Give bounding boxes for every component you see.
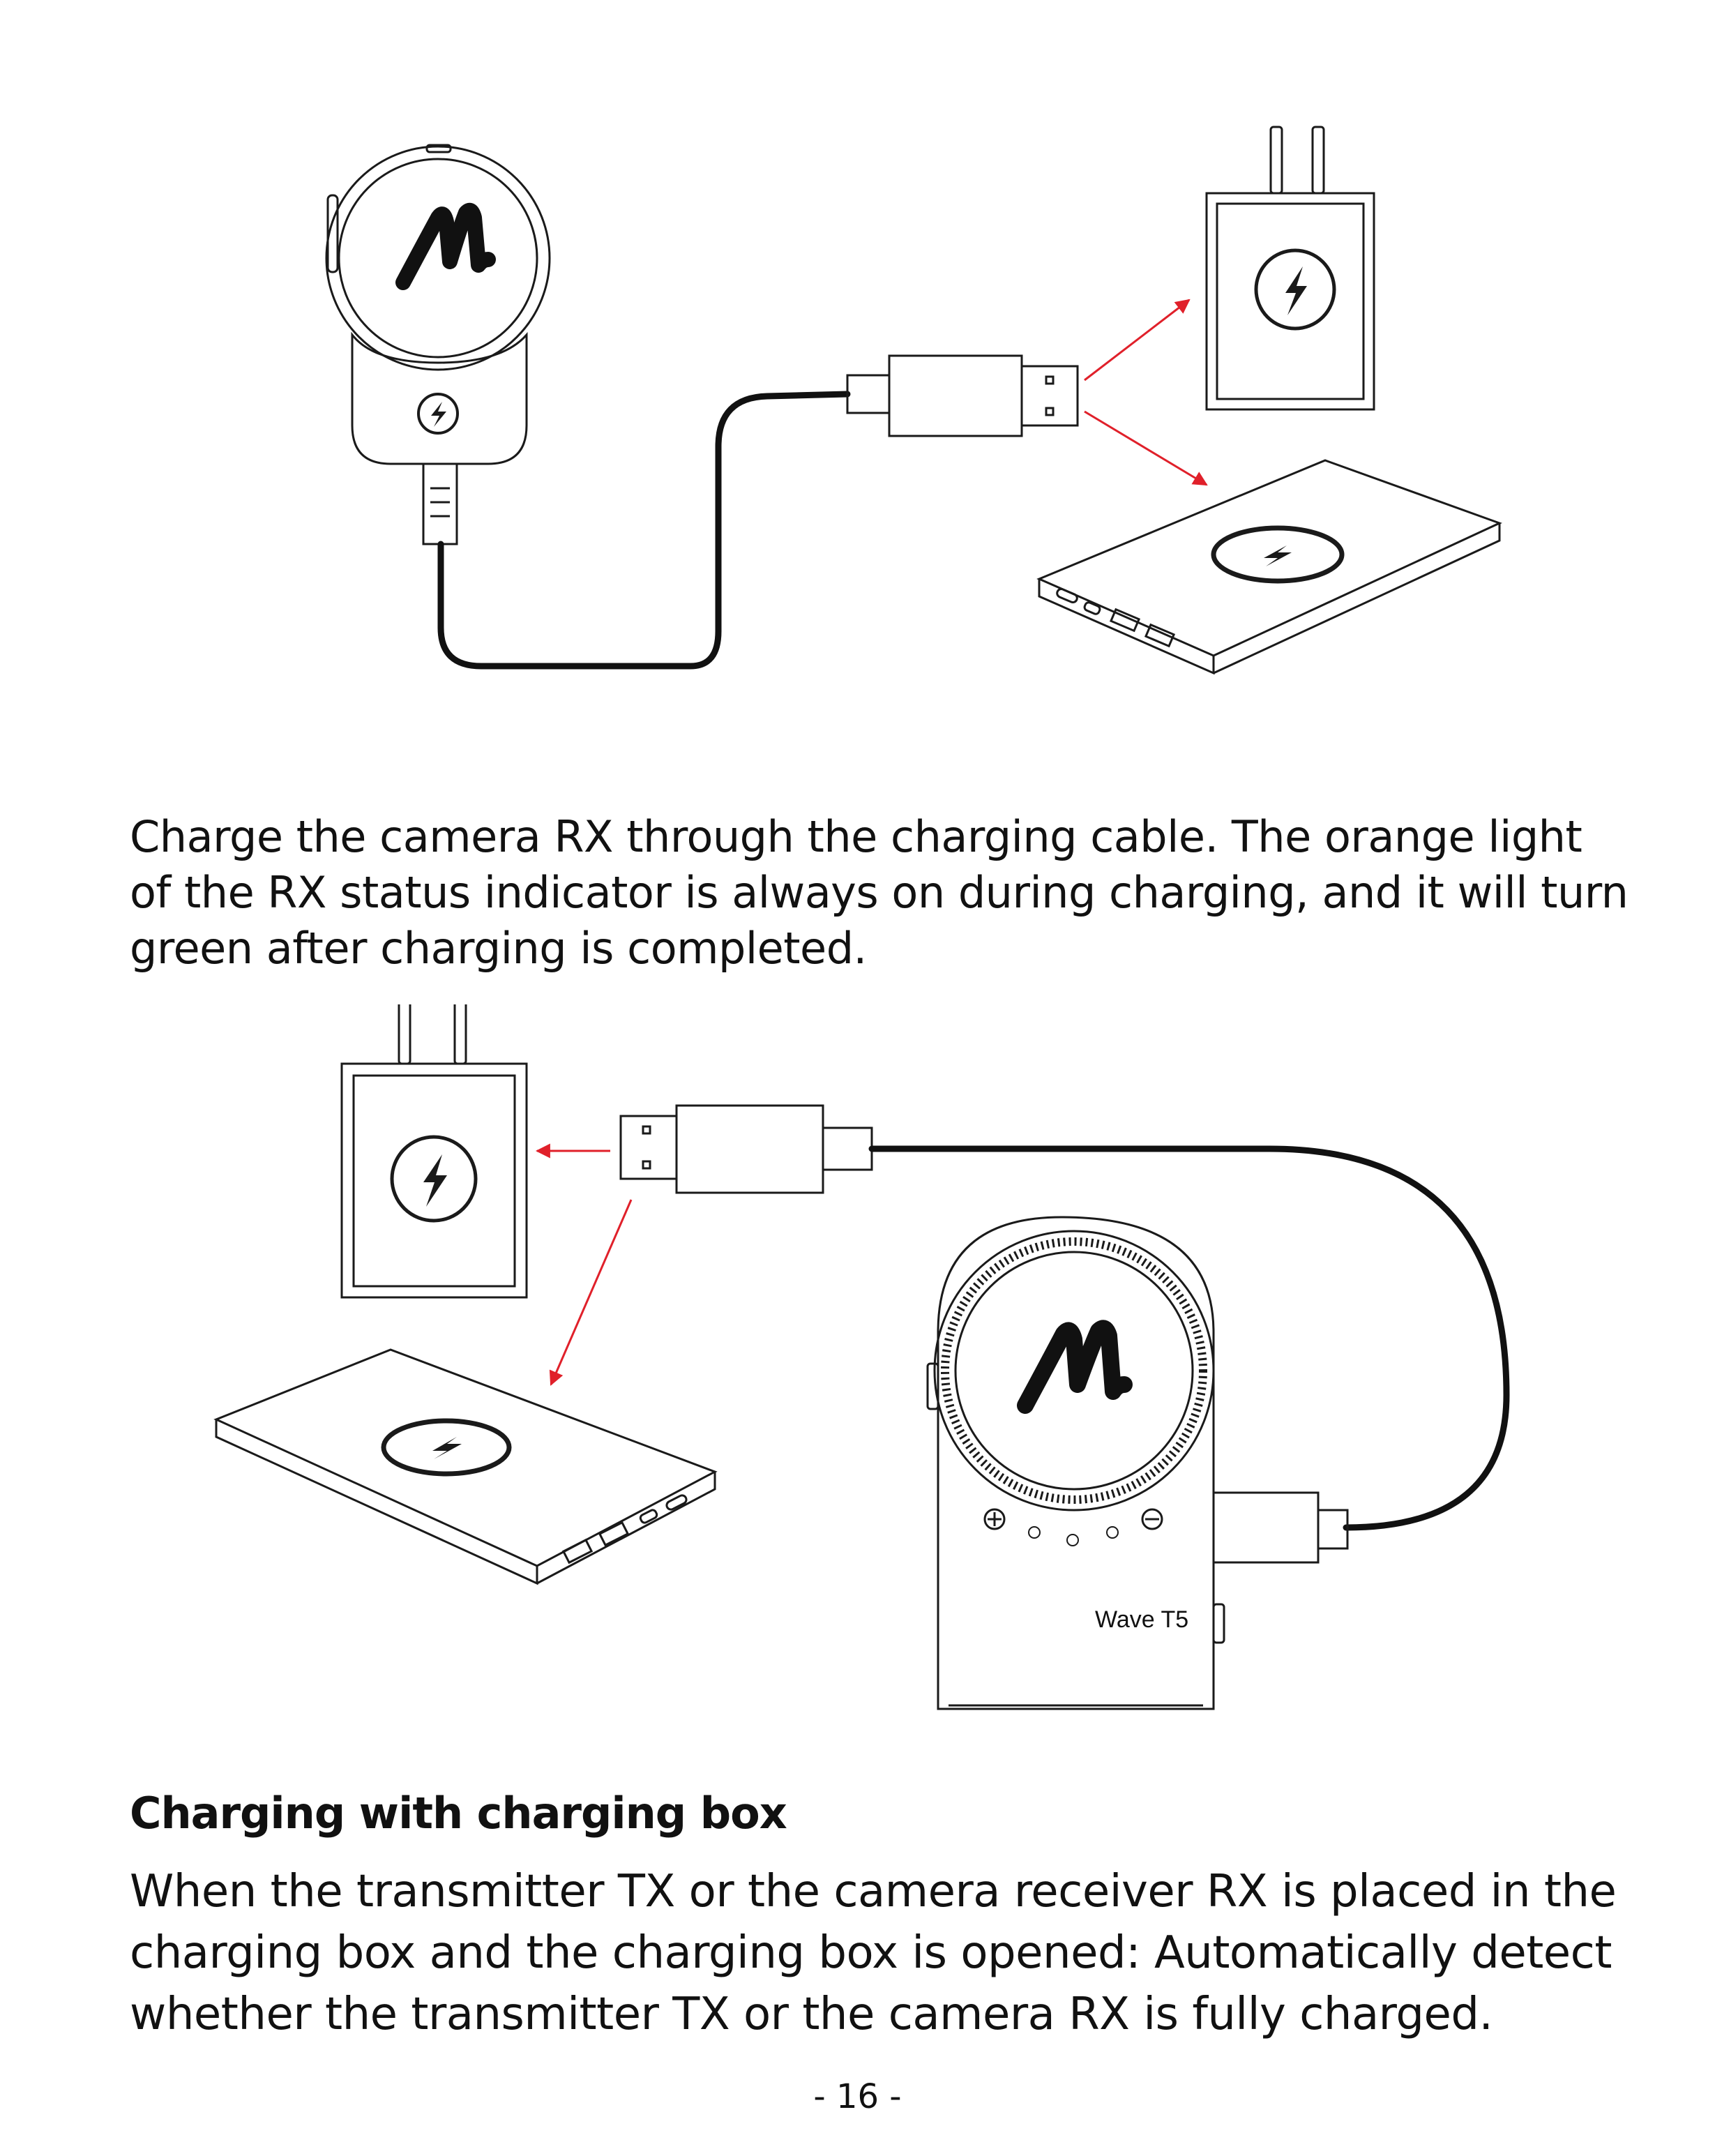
charging-cable: [868, 1145, 1510, 1531]
charging-box-icon: [926, 1216, 1349, 1710]
rx-receiver-icon: [325, 144, 551, 545]
wall-charger-icon: [340, 1004, 528, 1299]
page-number: - 16 -: [813, 2077, 902, 2116]
usb-plug-icon: [619, 1104, 873, 1194]
arrow-to-power-bank: [549, 1199, 633, 1386]
charging-box-instructions: When the transmitter TX or the camera re…: [130, 1866, 1617, 2040]
power-bank-icon: [213, 1348, 718, 1585]
arrow-to-power-bank: [1084, 410, 1208, 486]
minus-button-icon: [1141, 1508, 1163, 1530]
rx-charging-illustration: [325, 126, 1502, 675]
section-heading: Charging with charging box: [130, 1788, 787, 1839]
wall-charger-icon: [1205, 126, 1375, 411]
maono-logo-icon: [395, 202, 496, 290]
plus-button-icon: [983, 1508, 1006, 1530]
usb-plug-icon: [846, 354, 1079, 437]
charging-box-illustration: Wave T5: [213, 1004, 1510, 1710]
charging-cable: [437, 391, 851, 670]
status-indicator-lights: [1028, 1526, 1119, 1546]
device-label: Wave T5: [1095, 1606, 1188, 1633]
arrow-to-wall-charger: [1084, 299, 1191, 382]
power-bank-icon: [1036, 459, 1502, 675]
rx-charging-instructions: Charge the camera RX through the chargin…: [130, 811, 1629, 974]
maono-logo-icon: [1017, 1320, 1133, 1414]
